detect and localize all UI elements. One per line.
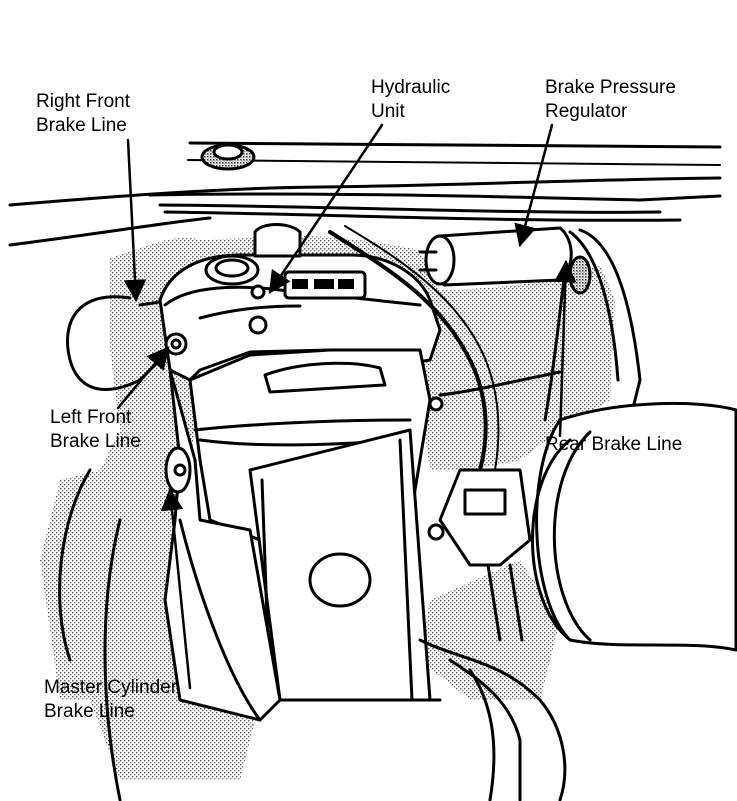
label-line: Unit — [371, 101, 405, 122]
label-line: Left Front — [50, 407, 132, 428]
label-line: Hydraulic — [371, 77, 451, 98]
arrow-hydraulic-unit — [268, 123, 384, 294]
brake-line-tubes — [66, 225, 567, 472]
arrow-right-front-brake-line — [123, 138, 147, 303]
label-rear-brake-line: Rear Brake Line — [545, 433, 682, 457]
label-brake-pressure-regulator: Brake Pressure Regulator — [545, 76, 676, 124]
label-line: Brake Line — [36, 115, 127, 136]
lower-linkage — [58, 468, 567, 801]
reservoir-cap-background — [200, 143, 256, 171]
fender-edge — [8, 141, 722, 247]
strut-tower — [568, 228, 642, 422]
label-right-front-brake-line: Right Front Brake Line — [36, 90, 130, 138]
rear-line-fitting — [427, 396, 532, 642]
brake-pressure-regulator-part — [418, 226, 573, 287]
label-line: Brake Line — [44, 701, 135, 722]
label-line: Brake Pressure — [545, 77, 676, 98]
leader-arrows — [116, 123, 577, 690]
label-master-cylinder-brake-line: Master Cylinder Brake Line — [44, 676, 177, 724]
left-mounting-bracket — [163, 332, 282, 722]
label-line: Right Front — [36, 91, 130, 112]
arrow-rear-brake-line — [554, 259, 577, 438]
arrow-left-front-brake-line — [116, 346, 170, 410]
label-left-front-brake-line: Left Front Brake Line — [50, 406, 141, 454]
arrow-brake-pressure-regulator — [514, 123, 554, 248]
label-line: Rear Brake Line — [545, 434, 683, 455]
wheel-drum — [531, 401, 737, 652]
label-line: Brake Line — [50, 431, 141, 452]
label-hydraulic-unit: Hydraulic Unit — [371, 76, 450, 124]
front-bracket-plate — [248, 428, 432, 702]
arrow-master-cylinder-brake-line — [160, 487, 192, 690]
label-line: Master Cylinder — [44, 677, 178, 698]
label-line: Regulator — [545, 101, 628, 122]
